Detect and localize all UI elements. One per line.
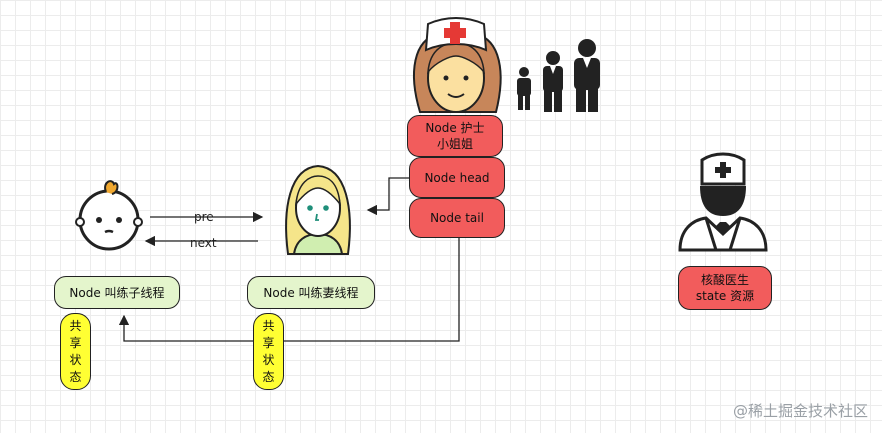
shared-state-badge-child: 共 享 状 态 bbox=[60, 313, 91, 390]
doctor-icon bbox=[678, 152, 768, 252]
next-label: next bbox=[190, 236, 217, 250]
shared-state-badge-wife: 共 享 状 态 bbox=[253, 313, 284, 390]
head-node[interactable]: Node head bbox=[409, 157, 505, 198]
tail-pointer-arrow bbox=[118, 238, 460, 342]
wife-thread-node[interactable]: Node 叫练妻线程 bbox=[247, 276, 375, 309]
child-thread-node[interactable]: Node 叫练子线程 bbox=[54, 276, 180, 309]
tail-node[interactable]: Node tail bbox=[409, 198, 505, 238]
baby-icon bbox=[75, 180, 143, 251]
doctor-state-node[interactable]: 核酸医生 state 资源 bbox=[678, 266, 772, 310]
nurse-icon bbox=[413, 17, 502, 113]
nurse-node[interactable]: Node 护士 小姐姐 bbox=[407, 115, 503, 157]
pre-label: pre bbox=[194, 210, 214, 224]
watermark: @稀土掘金技术社区 bbox=[732, 402, 868, 420]
head-pointer-arrow bbox=[366, 177, 409, 216]
family-icon bbox=[517, 39, 600, 112]
woman-icon bbox=[285, 164, 351, 255]
